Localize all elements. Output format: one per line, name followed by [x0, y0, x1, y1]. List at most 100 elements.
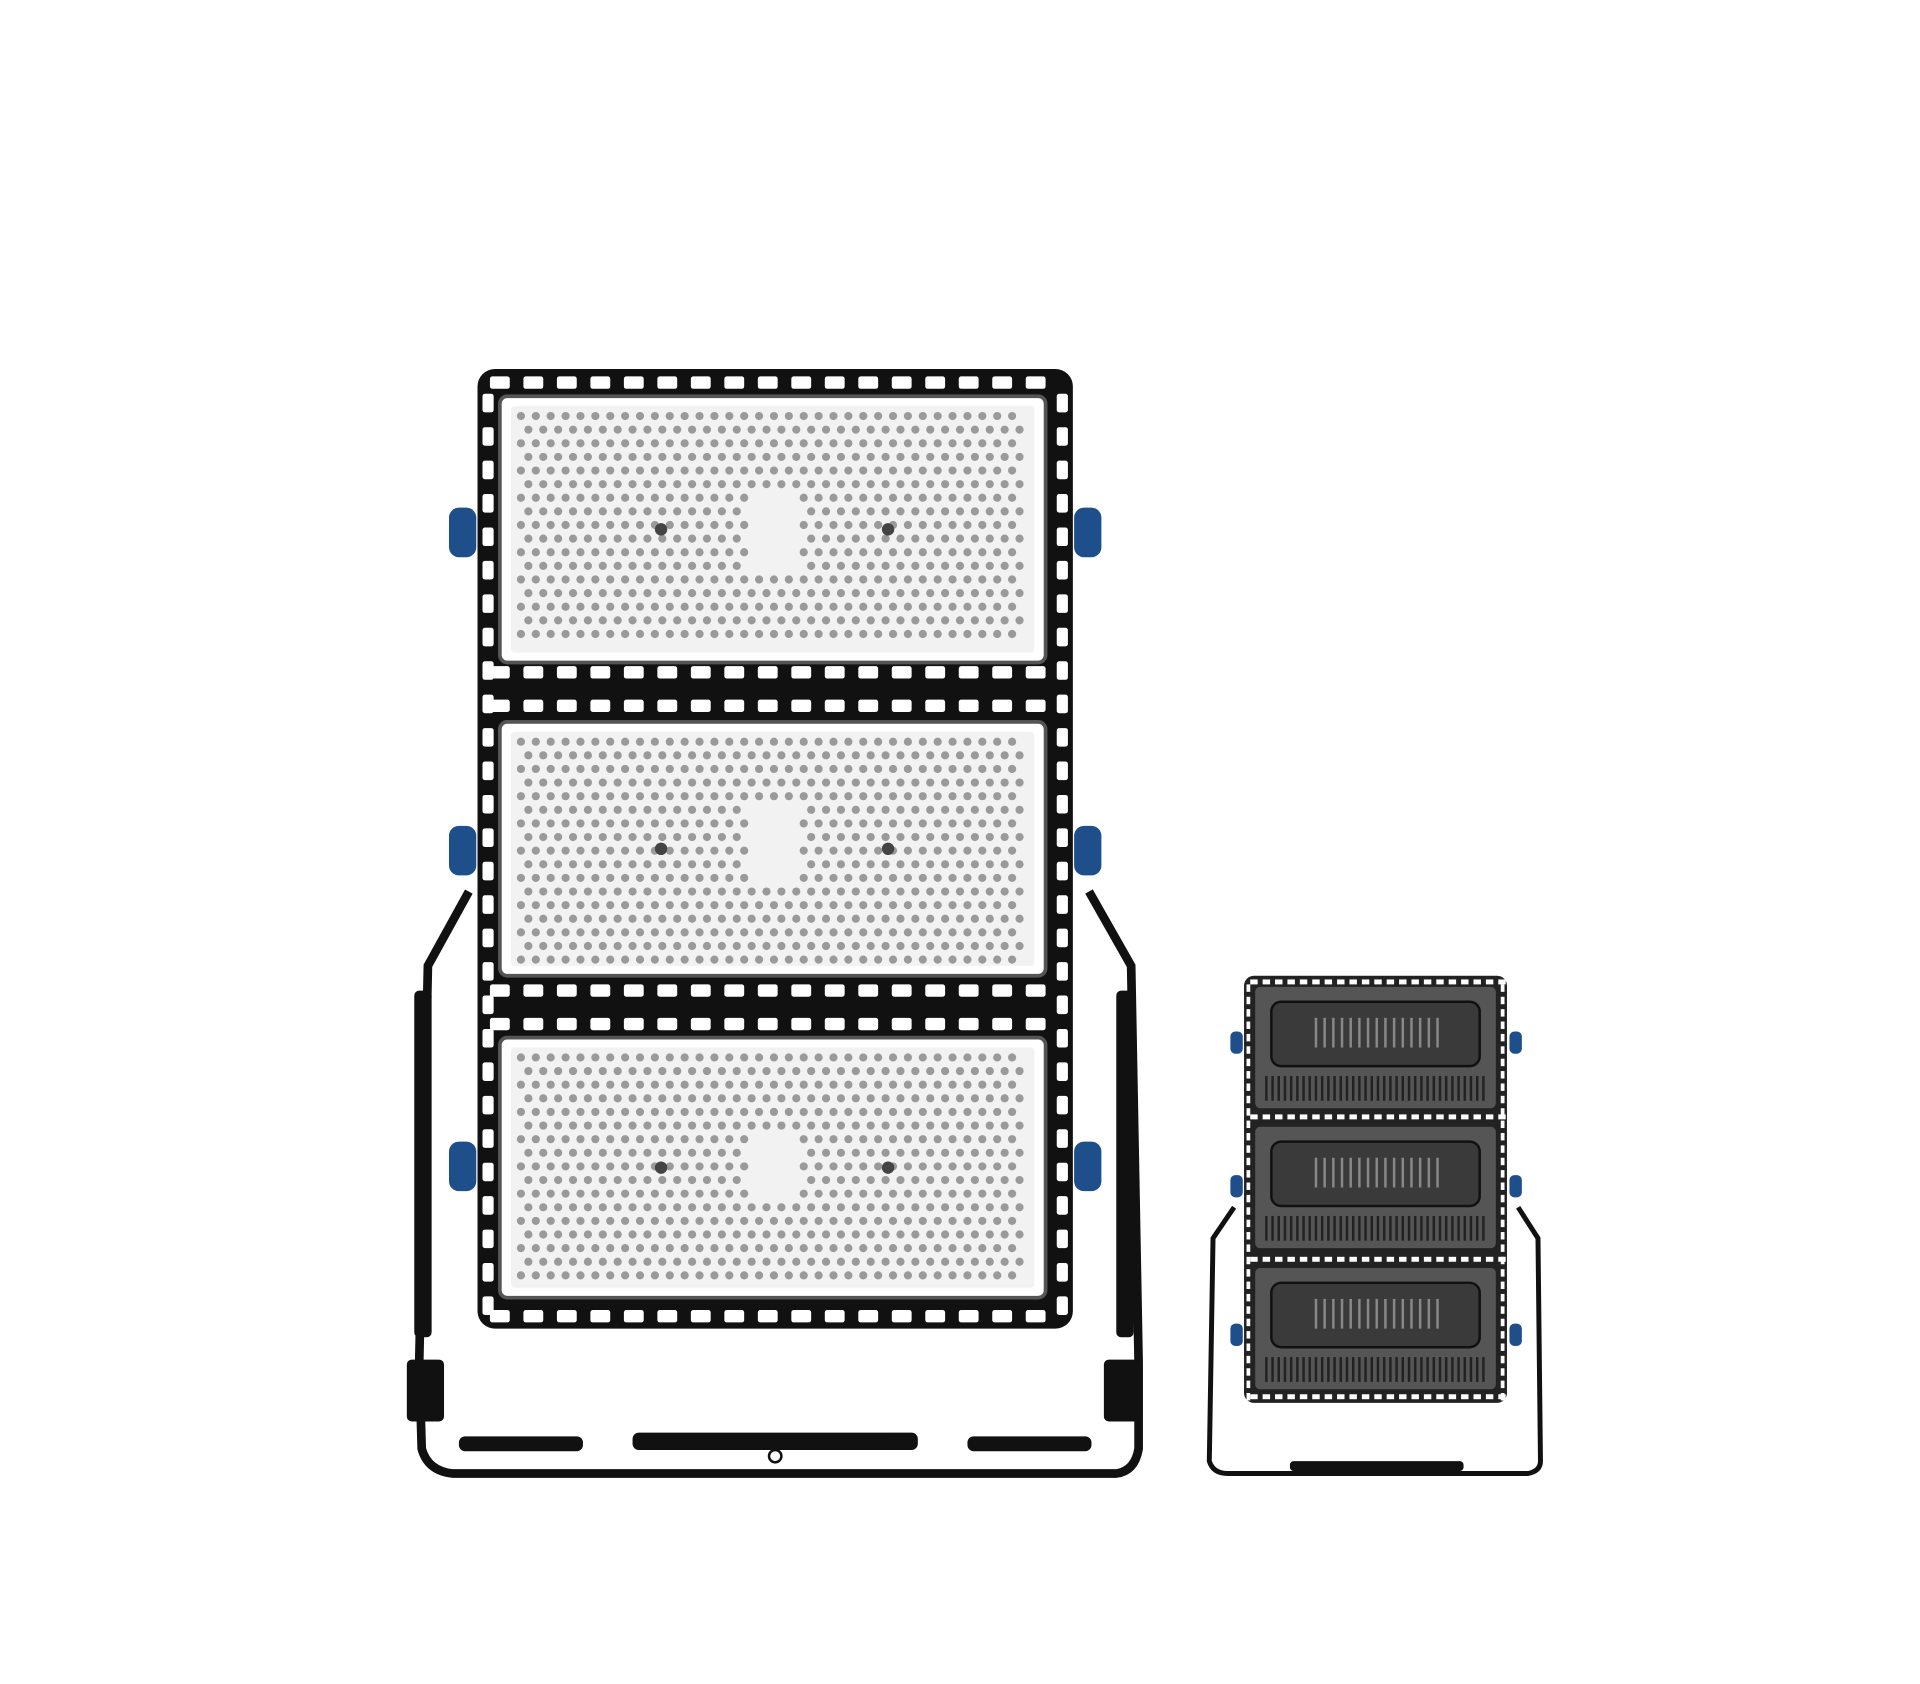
- led-lens: [643, 1121, 652, 1130]
- led-lens: [985, 616, 994, 625]
- led-lens: [591, 1244, 600, 1253]
- led-lens: [554, 1094, 563, 1103]
- led-lens: [784, 439, 793, 448]
- led-lens: [859, 1080, 868, 1089]
- led-lens: [635, 520, 645, 530]
- led-lens: [792, 887, 801, 896]
- vent-slot: [1399, 1394, 1407, 1400]
- led-lens: [702, 805, 712, 814]
- led-lens: [769, 1053, 779, 1062]
- led-lens: [606, 575, 615, 584]
- led-lens: [896, 778, 905, 787]
- led-lens: [993, 846, 1002, 855]
- led-lens: [725, 548, 734, 557]
- led-lens: [851, 507, 860, 516]
- led-lens: [881, 480, 890, 489]
- fin: [1410, 1298, 1413, 1329]
- led-lens: [740, 955, 749, 964]
- fin: [1302, 1215, 1305, 1241]
- led-lens: [903, 1053, 912, 1062]
- led-lens: [561, 764, 570, 774]
- led-lens: [926, 507, 935, 516]
- fin: [1333, 1357, 1336, 1382]
- vent-slot: [1324, 1114, 1333, 1120]
- fin: [1392, 1298, 1396, 1329]
- fin: [1370, 1357, 1374, 1382]
- led-lens: [583, 1094, 592, 1103]
- led-lens: [717, 507, 726, 516]
- led-lens: [821, 534, 831, 543]
- led-lens: [531, 873, 540, 882]
- fin: [1457, 1357, 1460, 1382]
- vent-slot: [1246, 1009, 1251, 1017]
- led-lens: [926, 589, 935, 598]
- vent-slot: [1246, 1157, 1251, 1166]
- led-lens: [732, 778, 741, 787]
- led-lens: [702, 914, 712, 923]
- led-lens: [710, 928, 719, 937]
- led-lens: [978, 1053, 987, 1062]
- led-lens: [524, 1175, 533, 1185]
- led-lens: [747, 751, 756, 760]
- led-lens: [844, 520, 853, 530]
- vent-slot: [1056, 761, 1068, 781]
- led-lens: [531, 602, 540, 611]
- led-lens: [554, 914, 563, 923]
- led-lens: [650, 764, 659, 774]
- led-lens: [933, 1244, 942, 1253]
- led-lens: [933, 411, 942, 421]
- cable-gland-icon: [1074, 825, 1102, 876]
- led-lens: [554, 425, 563, 434]
- led-lens: [516, 846, 526, 855]
- led-lens: [821, 805, 831, 814]
- led-lens: [859, 1107, 868, 1117]
- led-lens: [516, 901, 526, 910]
- led-lens: [933, 1162, 942, 1171]
- fin: [1436, 1017, 1439, 1048]
- vent-slot: [1500, 1293, 1505, 1302]
- led-lens: [903, 466, 912, 475]
- led-lens: [643, 1094, 652, 1103]
- led-lens: [747, 616, 756, 625]
- led-lens: [851, 1148, 860, 1157]
- led-lens: [926, 860, 935, 869]
- led-lens: [554, 507, 563, 516]
- led-lens: [799, 1189, 808, 1198]
- led-lens: [963, 873, 972, 882]
- led-lens: [613, 480, 622, 489]
- led-lens: [554, 1203, 563, 1212]
- led-lens: [747, 941, 756, 951]
- vent-slot: [1374, 979, 1382, 985]
- led-lens: [993, 819, 1002, 828]
- fin: [1314, 1357, 1318, 1382]
- led-lens: [859, 1216, 868, 1225]
- led-lens: [784, 901, 793, 910]
- vent-slot: [1411, 979, 1419, 985]
- led-lens: [874, 1053, 883, 1062]
- fin: [1333, 1076, 1336, 1101]
- led-lens: [866, 616, 875, 625]
- led-lens: [874, 955, 883, 964]
- fin: [1426, 1076, 1429, 1101]
- led-lens: [769, 737, 779, 746]
- led-lens: [970, 778, 979, 787]
- led-lens: [702, 561, 712, 570]
- led-lens: [963, 1053, 972, 1062]
- led-lens: [561, 493, 570, 502]
- vent-slot: [1246, 996, 1251, 1005]
- led-lens: [896, 1203, 905, 1212]
- vent-slot: [690, 984, 711, 997]
- led-lens: [710, 1053, 719, 1062]
- led-lens: [710, 1189, 719, 1198]
- led-lens: [695, 873, 704, 882]
- led-lens: [874, 1271, 883, 1280]
- led-lens: [896, 480, 905, 489]
- led-lens: [673, 480, 682, 489]
- vent-slot: [992, 666, 1013, 679]
- led-lens: [665, 764, 674, 774]
- led-lens: [881, 941, 890, 951]
- led-lens: [1015, 589, 1024, 598]
- led-lens: [933, 466, 942, 475]
- led-lens: [539, 561, 548, 570]
- led-lens: [911, 778, 920, 787]
